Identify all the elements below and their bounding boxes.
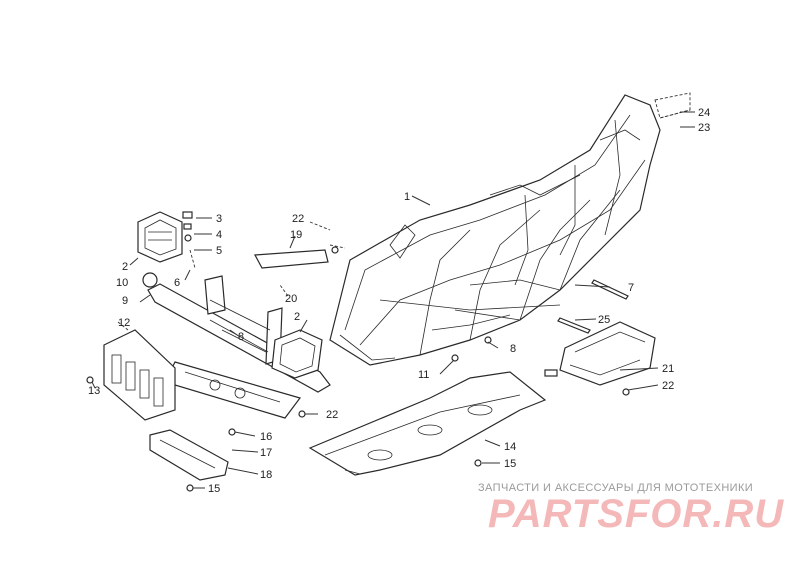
callout-5: 5: [216, 245, 222, 257]
callout-13: 13: [88, 385, 100, 397]
callout-17: 17: [260, 447, 272, 459]
callout-22: 22: [326, 409, 338, 421]
rear-tab-parts: [654, 92, 691, 119]
callout-9: 9: [122, 295, 128, 307]
callout-1: 1: [404, 191, 410, 203]
callout-8: 8: [510, 343, 516, 355]
callout-25: 25: [598, 314, 610, 326]
callout-15: 15: [208, 483, 220, 495]
callout-20: 20: [285, 293, 297, 305]
bracket-19: [254, 244, 346, 269]
leader-lines: [91, 111, 695, 489]
callout-2: 2: [294, 311, 300, 323]
callout-10: 10: [116, 277, 128, 289]
callout-22: 22: [662, 380, 674, 392]
small-fasteners: [86, 246, 630, 492]
headlight-right: [271, 329, 323, 379]
watermark-caption: ЗАПЧАСТИ И АКСЕССУАРЫ ДЛЯ МОТОТЕХНИКИ: [478, 482, 754, 494]
callout-2: 2: [122, 261, 128, 273]
callout-21: 21: [662, 363, 674, 375]
callout-8: 8: [238, 331, 244, 343]
callout-7: 7: [628, 282, 634, 294]
callout-14: 14: [504, 441, 516, 453]
footrest-21: [544, 321, 656, 386]
callout-3: 3: [216, 213, 222, 225]
front-grille: [103, 329, 176, 421]
main-frame: [329, 94, 661, 366]
callout-24: 24: [698, 107, 710, 119]
callout-12: 12: [118, 317, 130, 329]
callout-labels: 24 23 1 3 4 5 22 19 2 10 6 9 20 2 12 8 7…: [88, 107, 710, 495]
bolt-hardware: [182, 211, 196, 269]
lower-guard-18: [149, 429, 229, 481]
headlight-left: [137, 211, 183, 263]
skid-plate: [308, 371, 547, 476]
callout-4: 4: [216, 229, 222, 241]
callout-22: 22: [292, 213, 304, 225]
callout-16: 16: [260, 431, 272, 443]
callout-15: 15: [504, 458, 516, 470]
pins: [557, 279, 629, 334]
callout-23: 23: [698, 122, 710, 134]
callout-11: 11: [418, 369, 429, 381]
callout-19: 19: [290, 229, 302, 241]
callout-6: 6: [174, 277, 180, 289]
watermark-logo: PARTSFOR.RU: [488, 492, 785, 536]
callout-18: 18: [260, 469, 272, 481]
